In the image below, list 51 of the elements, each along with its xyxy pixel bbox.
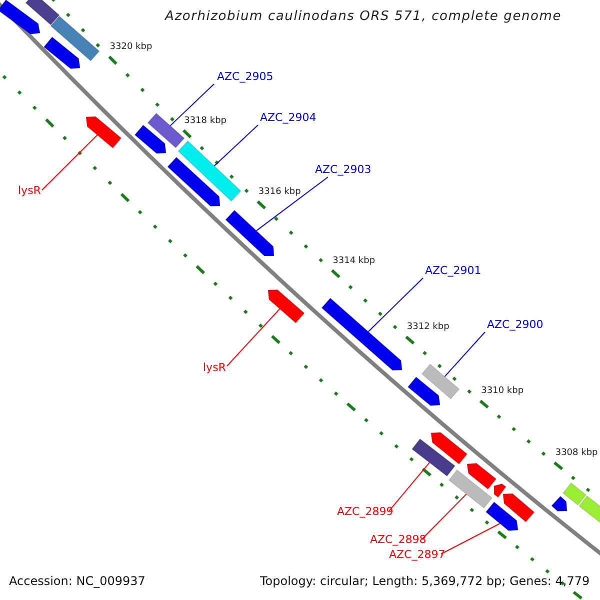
gene-label: lysR [18,185,41,198]
gene-label: AZC_2905 [217,71,274,84]
leader-line [440,523,500,554]
leader-line [256,176,328,232]
tick-label: 3320 kbp [110,43,152,54]
gene-bar [225,210,274,256]
leader-line [388,462,430,512]
gene-bar [551,496,568,512]
gene-label: AZC_2900 [487,319,544,332]
gene-bar [147,112,185,148]
gene-bar [25,0,60,26]
gene-bar [50,16,100,62]
leader-line [368,278,424,332]
tick-label: 3310 kbp [481,387,524,398]
tick-label: 3312 kbp [406,323,450,333]
gene-bar [562,482,587,506]
leader-line [226,308,280,366]
gene-label: AZC_2898 [370,534,426,546]
leader-line [170,84,214,126]
gene-label: lysR [203,362,226,374]
tick-label: 3316 kbp [258,188,301,198]
gene-bar [321,298,402,370]
gene-label: AZC_2901 [425,265,482,278]
gene-bar [448,469,493,509]
gene-bar [43,36,80,69]
gene-bar [407,376,440,406]
gene-bar [178,140,242,202]
leader-line [214,124,258,166]
tick-label: 3314 kbp [332,256,376,267]
gene-bar [421,364,460,400]
leader-line [42,134,98,190]
leader-line [422,494,467,540]
gene-bar [268,289,305,324]
gene-bar [430,432,468,464]
accession-text: Accession: NC_009937 [9,575,146,588]
tick-label: 3308 kbp [555,448,598,459]
gene-bar [466,463,497,490]
gene-label: AZC_2897 [389,549,446,562]
gene-label: AZC_2904 [260,112,316,124]
gene-label: AZC_2899 [337,506,394,518]
gene-bar [167,156,220,206]
gene-bar [412,438,456,477]
genome-summary: Topology: circular; Length: 5,369,772 bp; Genes: 4,779 [260,575,590,588]
gene-bar [0,0,40,34]
tick-label: 3318 kbp [184,116,226,127]
gene-label: AZC_2903 [315,164,372,176]
gene-bar [86,116,122,148]
gene-bar [485,502,518,531]
gene-bar [134,124,166,154]
title: Azorhizobium caulinodans ORS 571, complete genome [165,10,562,24]
gene-bar [502,493,535,522]
